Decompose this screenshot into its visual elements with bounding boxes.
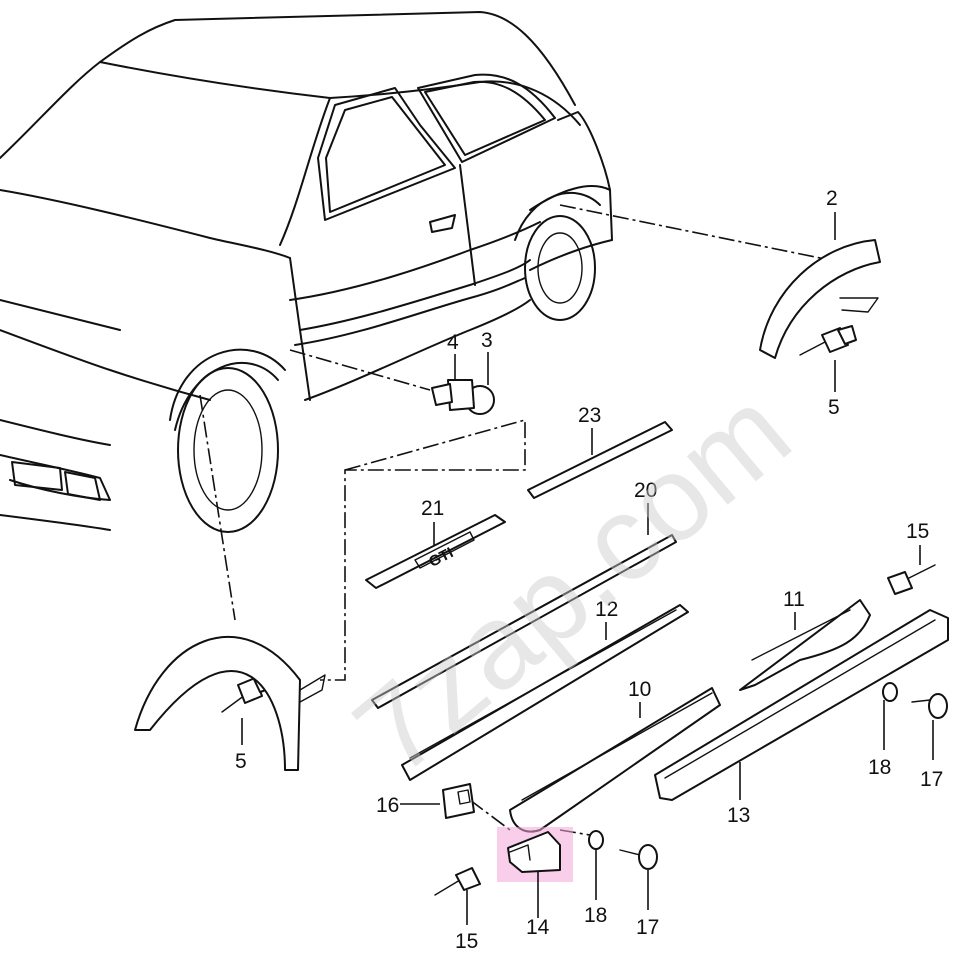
callout-17-rear: 17 [920,768,943,791]
callout-21: 21 [421,497,444,520]
callout-11: 11 [783,588,805,611]
callout-12: 12 [595,598,618,621]
part-14-end-cap[interactable] [497,827,573,882]
callout-16: 16 [376,794,399,817]
callout-23: 23 [578,404,601,427]
callout-5-front: 5 [235,750,247,773]
part-13-sill-panel [654,609,949,801]
callout-20: 20 [634,479,657,502]
part-18-washer-front [588,830,604,850]
part-5-clip-rear [799,325,857,356]
callout-17-front: 17 [636,916,659,939]
callout-18-front: 18 [584,904,607,927]
part-2-rear-wheel-arch-trim [759,239,881,359]
callout-4: 4 [447,331,459,354]
part-23-strip [527,421,673,499]
callout-13: 13 [727,804,750,827]
callout-2: 2 [826,187,838,210]
part-12-channel-trim [401,604,689,781]
part-11-rear-sill-trim [739,599,871,691]
part-18-washer-rear [882,682,898,702]
part-15-clip-front [434,867,481,896]
callout-5-rear: 5 [828,396,840,419]
callout-10: 10 [628,678,651,701]
part-17-screw-rear [911,693,948,719]
callout-18-rear: 18 [868,756,891,779]
part-front-wheel-arch-trim [134,636,326,771]
car-body-outline [0,11,613,533]
part-3-4-push-clips [431,379,495,415]
part-17-screw-front [619,844,658,870]
part-15-clip-rear [887,564,936,595]
part-16-bracket [442,783,475,819]
callout-14[interactable]: 14 [526,916,550,939]
callout-15-front: 15 [455,930,478,953]
callout-lead-lines [241,212,934,925]
callout-15-rear: 15 [906,520,929,543]
part-20-long-strip [371,534,677,709]
callout-3: 3 [481,329,493,352]
callout-labels: 2 3 4 5 5 23 21 20 12 10 11 13 14 15 15 … [235,187,943,953]
